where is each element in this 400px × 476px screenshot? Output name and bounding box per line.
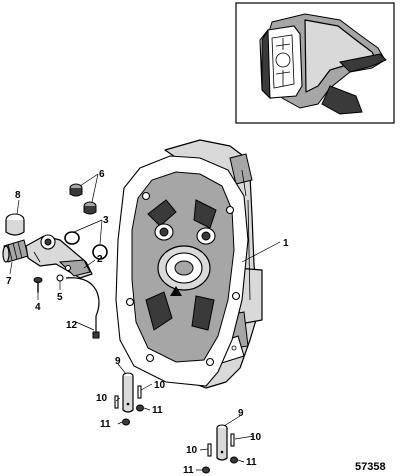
callout-2: 2 <box>97 254 103 265</box>
o-ring-part-3 <box>64 231 108 260</box>
callout-labels: 1 2 3 4 5 6 7 8 9 9 10 10 10 10 11 11 11… <box>6 169 289 476</box>
bushing-part-6 <box>69 183 97 215</box>
pin-part-9-upper <box>122 372 134 413</box>
callout-10-a: 10 <box>96 393 108 404</box>
gimbal-housing <box>115 139 263 389</box>
callout-10-b: 10 <box>154 380 166 391</box>
pin-part-9-lower <box>216 424 228 461</box>
callout-11-c: 11 <box>246 457 257 468</box>
callout-9-upper: 9 <box>115 356 121 367</box>
washer-part-5 <box>56 274 64 282</box>
callout-4: 4 <box>35 302 41 313</box>
callout-7: 7 <box>6 276 12 287</box>
callout-10-c: 10 <box>186 445 198 456</box>
callout-1: 1 <box>283 238 289 249</box>
diagram-reference-number: 57358 <box>355 461 386 473</box>
callout-9-lower: 9 <box>238 408 244 419</box>
callout-8: 8 <box>15 190 21 201</box>
inset-locator-view <box>235 2 395 124</box>
fitting-part-7 <box>2 239 29 263</box>
cap-part-8 <box>5 213 25 236</box>
callout-3: 3 <box>103 215 109 226</box>
screw-part-4 <box>33 277 43 293</box>
callout-11-b: 11 <box>100 419 111 430</box>
wire-part-12 <box>65 277 100 339</box>
washer-part-11 <box>122 404 238 474</box>
cotter-pin-part-10 <box>114 385 235 457</box>
callout-11-d: 11 <box>183 465 194 476</box>
callout-10-d: 10 <box>250 432 262 443</box>
callout-12: 12 <box>66 320 78 331</box>
leader-lines <box>9 173 281 471</box>
callout-5: 5 <box>57 292 63 303</box>
inlet-housing-part-2 <box>25 234 93 279</box>
callout-6: 6 <box>99 169 105 180</box>
callout-11-a: 11 <box>152 405 163 416</box>
